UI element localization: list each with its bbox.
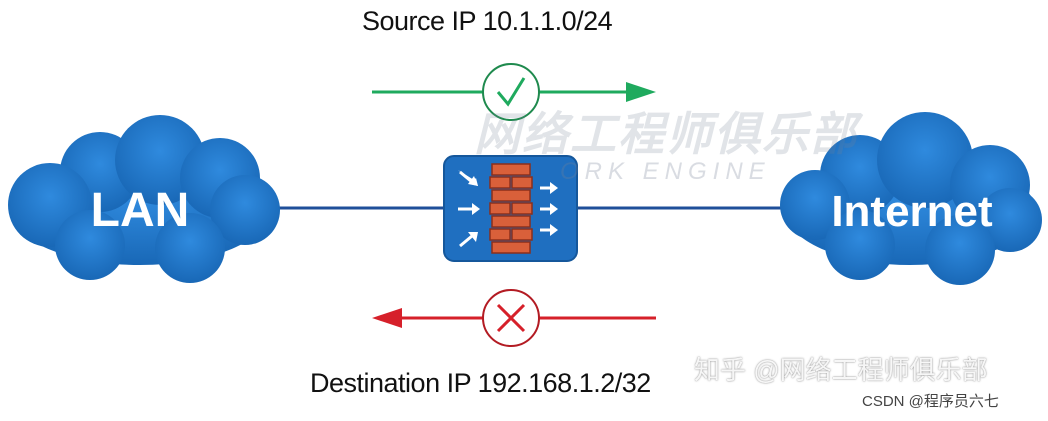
watermark-csdn: CSDN @程序员六七 xyxy=(862,393,999,410)
internet-label: Internet xyxy=(831,187,993,236)
lan-label: LAN xyxy=(91,184,190,237)
internet-cloud xyxy=(780,112,1042,285)
watermark-cn-title: 网络工程师俱乐部 xyxy=(474,108,858,160)
source-ip-label: Source IP 10.1.1.0/24 xyxy=(362,6,613,36)
watermark-en-subtitle: ORK ENGINE xyxy=(560,158,771,185)
destination-ip-label: Destination IP 192.168.1.2/32 xyxy=(310,368,651,398)
lan-cloud xyxy=(8,115,280,283)
firewall-icon xyxy=(443,155,578,262)
watermark-zhihu: 知乎 @网络工程师俱乐部 xyxy=(694,355,988,385)
x-circle-icon xyxy=(482,289,540,347)
check-circle-icon xyxy=(482,63,540,121)
